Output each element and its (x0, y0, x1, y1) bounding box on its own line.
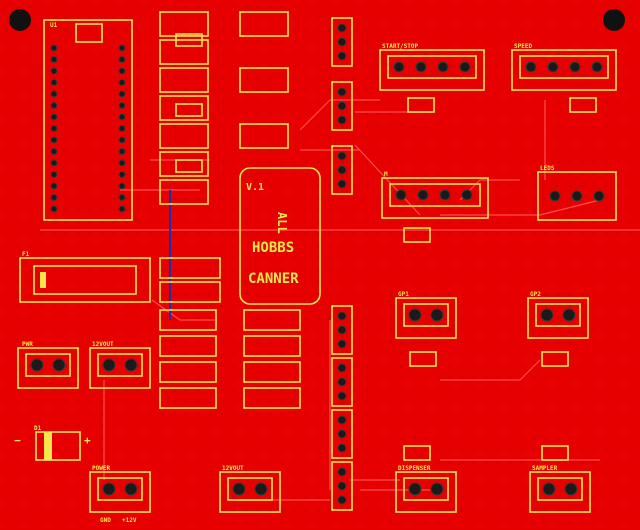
u1-pin-left (50, 125, 58, 132)
leds-connector: LEDS (537, 165, 617, 221)
u1-pin-left (50, 113, 58, 121)
u1-pin-left (50, 90, 58, 98)
gnd-label: GND (100, 517, 111, 524)
u1-pin-right (118, 182, 126, 190)
resistor-array-top (159, 11, 289, 205)
u1-pin-left (50, 182, 58, 190)
m-connector: M (381, 171, 489, 243)
mount-hole-tl (9, 9, 31, 31)
u1-pin-right (118, 113, 126, 121)
power-bottom-label: POWER (92, 465, 110, 472)
u1-pin-left (50, 159, 58, 167)
u1-pin-right (118, 148, 126, 155)
sampler-connector: SAMPLER (529, 465, 591, 513)
brand-word-0: ALL (275, 212, 289, 234)
u1-pin-right (118, 56, 126, 63)
u1-pin-right (118, 194, 126, 201)
u1-pin-left (50, 102, 58, 109)
speed-label: SPEED (514, 43, 532, 50)
u1-pin-right (118, 67, 126, 75)
u1-pin-left (50, 44, 58, 52)
f1-fuse-holder: F1 (19, 251, 151, 303)
u1-pin-left (50, 148, 58, 155)
mount-hole-tr (603, 9, 625, 31)
u1-pin-left (50, 136, 58, 144)
leds-label: LEDS (540, 165, 555, 172)
u1-microcontroller: U1 (43, 19, 133, 221)
u1-pin-right (118, 171, 126, 178)
d1-label: D1 (34, 425, 42, 432)
copper-traces (40, 99, 640, 501)
plus12-label: +12V (122, 517, 137, 524)
p12vout-label: 12VOUT (222, 465, 244, 472)
vout-label: 12VOUT (92, 341, 114, 348)
gp1-connector: GP1 (395, 291, 457, 367)
speed-connector: SPEED (511, 43, 617, 113)
u1-label: U1 (50, 22, 58, 29)
u1-pin-left (50, 56, 58, 63)
pwr-connector: PWR (17, 341, 79, 389)
u1-pin-right (118, 90, 126, 98)
u1-pin-right (118, 125, 126, 132)
u1-pin-right (118, 102, 126, 109)
brand-word-2: CANNER (248, 271, 299, 287)
logo-module: V.1 HOBBS CANNER ALL (239, 167, 321, 305)
u1-pin-right (118, 159, 126, 167)
sampler-label: SAMPLER (532, 465, 558, 472)
d1-plus: + (84, 434, 91, 447)
dispenser-label: DISPENSER (398, 465, 431, 472)
u1-pin-left (50, 79, 58, 86)
u1-pin-right (118, 205, 126, 213)
u1-pin-right (118, 44, 126, 52)
gp2-label: GP2 (530, 291, 541, 298)
header-column-top (331, 17, 353, 195)
d1-minus: − (14, 434, 21, 447)
f1-label: F1 (22, 251, 30, 258)
power-connector-bottom: POWER GND +12V (89, 465, 151, 524)
d1-diode: D1 − + (14, 425, 91, 461)
u1-pin-left (50, 67, 58, 75)
u1-pin-left (50, 171, 58, 178)
start-stop-connector: START/STOP (379, 43, 485, 113)
u1-pin-right (118, 136, 126, 144)
gp2-connector: GP2 (527, 291, 589, 367)
resistor-r-dispenser (403, 445, 431, 461)
resistor-r-sampler (541, 445, 569, 461)
gp1-label: GP1 (398, 291, 409, 298)
resistor-array-bottom (159, 257, 301, 409)
brand-word-1: HOBBS (252, 240, 294, 256)
start-stop-label: START/STOP (382, 43, 419, 50)
vout-connector-bottom: 12VOUT (219, 465, 281, 513)
header-column-bottom (331, 305, 353, 511)
version-label: V.1 (246, 182, 264, 193)
dispenser-connector: DISPENSER (395, 465, 457, 513)
u1-pin-left (50, 194, 58, 201)
pwr-label: PWR (22, 341, 33, 348)
vout-connector: 12VOUT (89, 341, 151, 389)
u1-pin-left (50, 205, 58, 213)
u1-pin-right (118, 79, 126, 86)
m-label: M (384, 171, 388, 178)
